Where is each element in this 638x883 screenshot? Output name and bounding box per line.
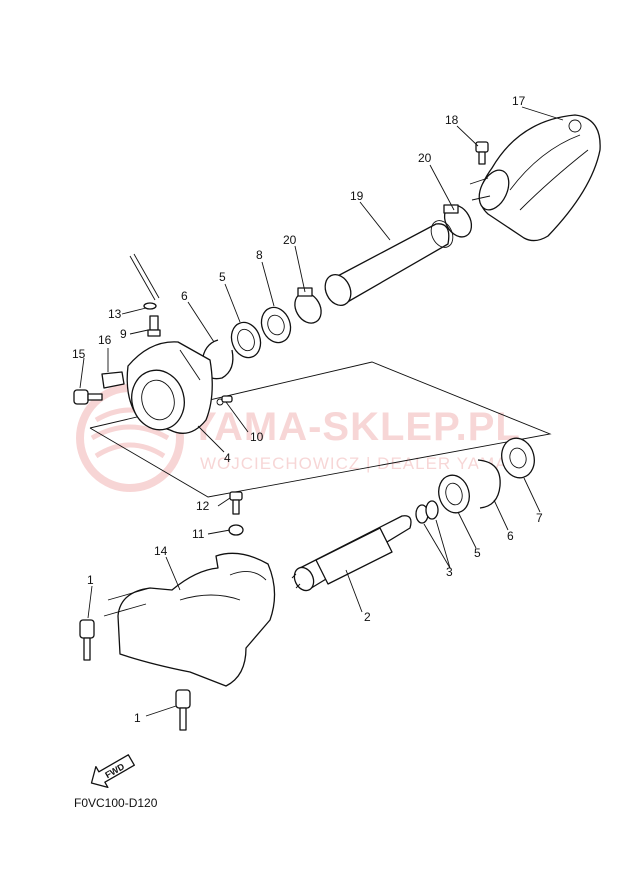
callout-13: 13: [108, 307, 122, 321]
callout-11: 11: [192, 527, 205, 541]
part-13-clip: [143, 302, 157, 310]
part-10-pin: [221, 395, 233, 403]
part-3-orings: [415, 500, 439, 524]
callout-12: 12: [196, 499, 210, 513]
callout-6-lower: 6: [507, 529, 514, 543]
part-9-nipple: [147, 315, 161, 337]
part-5-seal-upper: [230, 321, 262, 359]
callout-20-lower: 20: [283, 233, 297, 247]
part-15-bolt: [73, 389, 103, 405]
callout-8: 8: [256, 248, 263, 262]
callout-15: 15: [72, 347, 86, 361]
callout-1-upper: 1: [87, 573, 94, 587]
callout-7: 7: [536, 511, 543, 525]
leader-lines: [79, 106, 564, 717]
part-4-bearing-housing: [126, 341, 224, 434]
callout-9: 9: [120, 327, 127, 341]
callout-17: 17: [512, 94, 526, 108]
part-12-bolt: [229, 491, 243, 515]
watermark-title: YAMA-SKLEP.PL: [190, 405, 521, 449]
part-11-washer: [228, 524, 244, 536]
callout-19: 19: [350, 189, 364, 203]
callout-1-lower: 1: [134, 711, 141, 725]
part-1-bolt-lower: [175, 689, 191, 731]
part-20-clamp-lower: [294, 287, 322, 324]
part-14-steering-housing: [103, 552, 276, 687]
part-20-clamp-upper: [443, 204, 473, 238]
part-1-bolt-upper: [79, 619, 95, 661]
callout-16: 16: [98, 333, 112, 347]
watermark: YAMA-SKLEP.PL WOJCIECHOWICZ | DEALER YAM…: [76, 384, 533, 492]
callout-10: 10: [250, 430, 264, 444]
callout-20-upper: 20: [418, 151, 432, 165]
fwd-arrow: FWD: [90, 754, 135, 789]
diagram-code: F0VC100-D120: [74, 796, 158, 810]
callout-2: 2: [364, 610, 371, 624]
watermark-subtitle: WOJCIECHOWICZ | DEALER YAMAHA: [200, 454, 533, 473]
part-5-seal-lower: [438, 474, 470, 514]
part-18-bolt: [475, 141, 489, 165]
cable-drawing: [129, 253, 160, 301]
callout-labels: 17 18 20 19 20 8 5 6 13 9 16 15 10 4 12 …: [72, 94, 543, 725]
part-16-bracket: [101, 371, 125, 389]
callout-14: 14: [154, 544, 168, 558]
callout-18: 18: [445, 113, 459, 127]
callout-6-upper: 6: [181, 289, 188, 303]
callout-4: 4: [224, 451, 231, 465]
part-7-bearing: [501, 437, 535, 479]
callout-5-lower: 5: [474, 546, 481, 560]
assembly-outline: [89, 361, 552, 498]
callout-5-upper: 5: [219, 270, 226, 284]
part-8-bearing: [260, 306, 292, 344]
part-6-circlip-lower: [477, 459, 501, 509]
part-2-shaft: [291, 515, 412, 592]
part-19-hose: [324, 220, 454, 307]
callout-3: 3: [446, 565, 453, 579]
part-17-housing: [469, 114, 601, 242]
